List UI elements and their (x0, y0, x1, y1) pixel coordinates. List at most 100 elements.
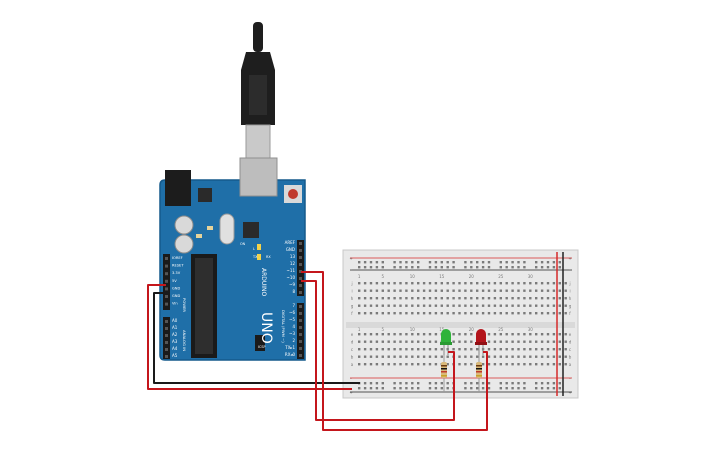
terminal-hole-bottom[interactable] (458, 333, 461, 336)
header-pin[interactable] (299, 354, 302, 357)
terminal-hole-bottom[interactable] (464, 348, 467, 351)
terminal-hole-bottom[interactable] (529, 348, 532, 351)
terminal-hole-bottom[interactable] (369, 340, 373, 343)
terminal-hole-bottom[interactable] (493, 363, 497, 366)
terminal-hole-top[interactable] (393, 289, 396, 292)
terminal-hole-top[interactable] (446, 282, 449, 285)
terminal-hole-bottom[interactable] (375, 355, 379, 358)
rail-hole-bottom-minus[interactable] (523, 387, 526, 390)
terminal-hole-bottom[interactable] (458, 355, 461, 358)
rail-hole-top-minus[interactable] (375, 266, 379, 269)
rail-hole-bottom-minus[interactable] (363, 387, 367, 390)
terminal-hole-bottom[interactable] (511, 355, 514, 358)
terminal-hole-top[interactable] (452, 312, 455, 315)
terminal-hole-top[interactable] (558, 282, 561, 285)
rail-hole-bottom-minus[interactable] (505, 387, 508, 390)
terminal-hole-top[interactable] (393, 312, 396, 315)
rail-hole-top-minus[interactable] (381, 266, 384, 269)
rail-hole-bottom-plus[interactable] (440, 382, 443, 385)
rail-hole-bottom-minus[interactable] (476, 387, 479, 390)
header-pin[interactable] (299, 340, 302, 343)
rail-hole-bottom-plus[interactable] (464, 382, 467, 385)
terminal-hole-top[interactable] (434, 304, 438, 307)
terminal-hole-top[interactable] (464, 312, 467, 315)
header-pin[interactable] (299, 333, 302, 336)
header-pin[interactable] (165, 341, 168, 344)
terminal-hole-bottom[interactable] (564, 355, 567, 358)
terminal-hole-bottom[interactable] (558, 340, 561, 343)
terminal-hole-bottom[interactable] (428, 348, 432, 351)
terminal-hole-top[interactable] (481, 282, 485, 285)
terminal-hole-bottom[interactable] (405, 340, 408, 343)
terminal-hole-bottom[interactable] (464, 333, 467, 336)
terminal-hole-bottom[interactable] (487, 355, 491, 358)
header-pin[interactable] (165, 257, 168, 260)
rail-hole-top-minus[interactable] (499, 266, 502, 269)
rail-hole-top-plus[interactable] (375, 261, 379, 264)
terminal-hole-top[interactable] (411, 304, 414, 307)
terminal-hole-top[interactable] (481, 297, 485, 300)
terminal-hole-top[interactable] (499, 289, 502, 292)
rail-hole-bottom-plus[interactable] (369, 382, 373, 385)
rail-hole-bottom-minus[interactable] (399, 387, 402, 390)
terminal-hole-bottom[interactable] (363, 340, 367, 343)
rail-hole-bottom-plus[interactable] (381, 382, 384, 385)
terminal-hole-top[interactable] (558, 312, 561, 315)
terminal-hole-bottom[interactable] (393, 363, 396, 366)
terminal-hole-top[interactable] (546, 282, 550, 285)
terminal-hole-top[interactable] (529, 289, 532, 292)
terminal-hole-bottom[interactable] (523, 355, 526, 358)
terminal-hole-top[interactable] (381, 282, 384, 285)
terminal-hole-top[interactable] (540, 289, 544, 292)
terminal-hole-top[interactable] (505, 312, 508, 315)
terminal-hole-bottom[interactable] (422, 340, 426, 343)
terminal-hole-bottom[interactable] (434, 355, 438, 358)
terminal-hole-bottom[interactable] (505, 348, 508, 351)
terminal-hole-top[interactable] (558, 304, 561, 307)
terminal-hole-bottom[interactable] (417, 363, 420, 366)
rail-hole-top-minus[interactable] (470, 266, 473, 269)
terminal-hole-top[interactable] (422, 289, 426, 292)
rail-hole-bottom-plus[interactable] (546, 382, 550, 385)
terminal-hole-bottom[interactable] (452, 333, 455, 336)
terminal-hole-top[interactable] (369, 289, 373, 292)
rail-hole-bottom-plus[interactable] (417, 382, 420, 385)
terminal-hole-top[interactable] (393, 304, 396, 307)
terminal-hole-top[interactable] (428, 304, 432, 307)
resistor-red-led[interactable] (476, 355, 482, 385)
terminal-hole-bottom[interactable] (399, 340, 402, 343)
terminal-hole-bottom[interactable] (464, 363, 467, 366)
terminal-hole-top[interactable] (564, 282, 567, 285)
terminal-hole-bottom[interactable] (369, 333, 373, 336)
rail-hole-top-plus[interactable] (363, 261, 367, 264)
terminal-hole-top[interactable] (546, 312, 550, 315)
terminal-hole-bottom[interactable] (393, 333, 396, 336)
terminal-hole-bottom[interactable] (381, 355, 384, 358)
terminal-hole-top[interactable] (540, 312, 544, 315)
terminal-hole-top[interactable] (375, 297, 379, 300)
rail-hole-bottom-plus[interactable] (411, 382, 414, 385)
terminal-hole-top[interactable] (358, 282, 361, 285)
header-pin[interactable] (165, 334, 168, 337)
terminal-hole-top[interactable] (358, 289, 361, 292)
rail-hole-bottom-plus[interactable] (481, 382, 485, 385)
terminal-hole-bottom[interactable] (417, 333, 420, 336)
terminal-hole-bottom[interactable] (511, 333, 514, 336)
terminal-hole-bottom[interactable] (540, 333, 544, 336)
terminal-hole-bottom[interactable] (493, 340, 497, 343)
terminal-hole-bottom[interactable] (399, 363, 402, 366)
terminal-hole-bottom[interactable] (358, 340, 361, 343)
terminal-hole-top[interactable] (499, 297, 502, 300)
terminal-hole-top[interactable] (446, 304, 449, 307)
terminal-hole-bottom[interactable] (493, 348, 497, 351)
green-led[interactable] (440, 329, 452, 355)
terminal-hole-bottom[interactable] (393, 348, 396, 351)
header-pin[interactable] (165, 320, 168, 323)
terminal-hole-top[interactable] (399, 297, 402, 300)
terminal-hole-bottom[interactable] (422, 355, 426, 358)
terminal-hole-top[interactable] (487, 297, 491, 300)
terminal-hole-bottom[interactable] (428, 333, 432, 336)
terminal-hole-top[interactable] (511, 289, 514, 292)
terminal-hole-top[interactable] (529, 282, 532, 285)
